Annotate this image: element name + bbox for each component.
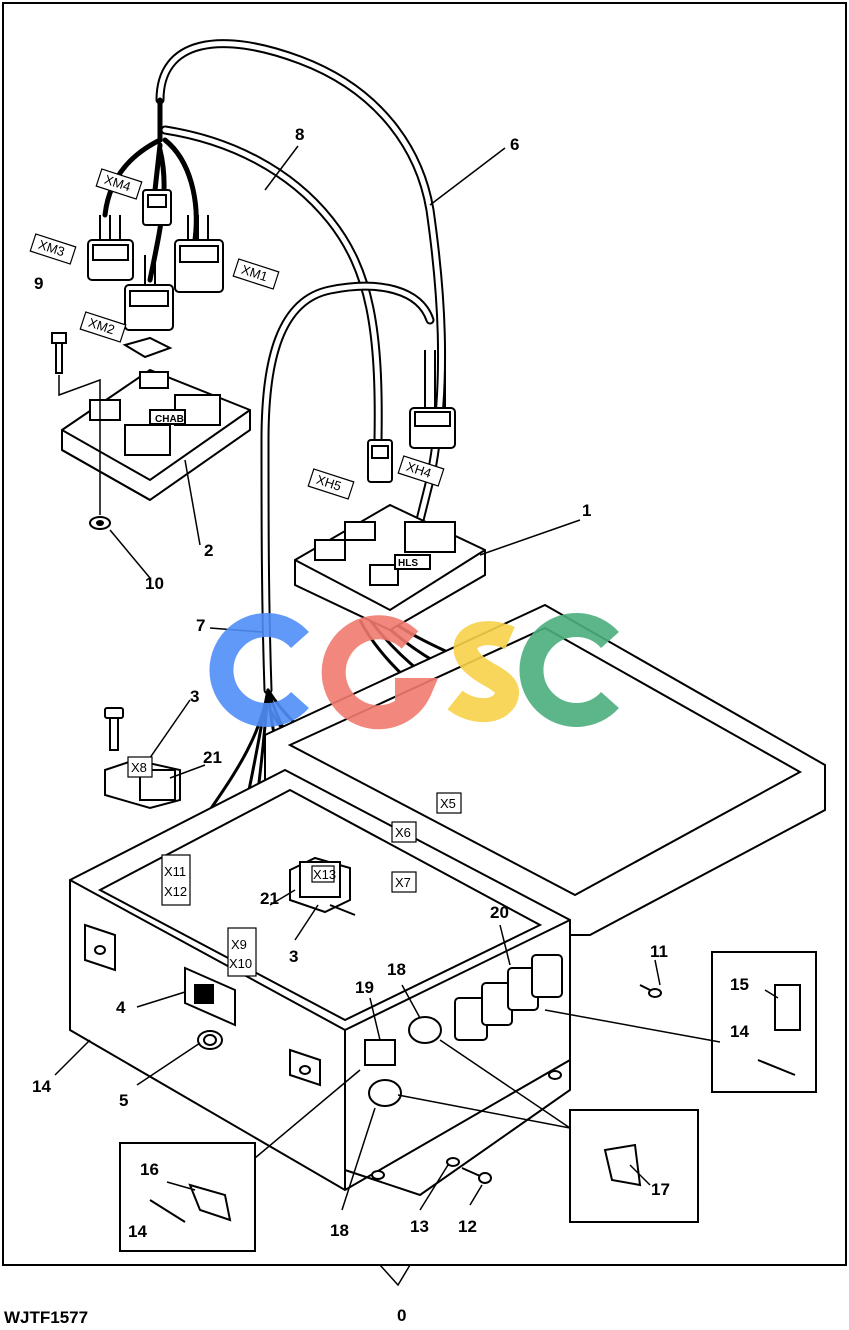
relay-top xyxy=(104,707,181,810)
callout-14-detail-right: 14 xyxy=(730,1022,749,1041)
circular-connectors-18 xyxy=(368,1016,442,1107)
module-2-label: CHAB xyxy=(155,414,184,425)
callout-14-detail-left: 14 xyxy=(128,1222,147,1241)
connector-xm4 xyxy=(142,189,172,226)
connector-19 xyxy=(364,1039,396,1066)
callout-5: 5 xyxy=(119,1091,128,1110)
connector-xm1 xyxy=(174,215,224,293)
module-1-label: HLS xyxy=(398,558,418,569)
connector-tag-boxes xyxy=(29,168,462,977)
tag-x7: X7 xyxy=(395,875,411,890)
callout-20: 20 xyxy=(490,903,509,922)
callout-6: 6 xyxy=(510,135,519,154)
cable-6-inner xyxy=(157,41,445,523)
callout-1: 1 xyxy=(582,501,591,520)
callout-18-upper: 18 xyxy=(387,960,406,979)
module-1 xyxy=(294,503,486,632)
connector-xm3 xyxy=(87,215,134,281)
callout-15: 15 xyxy=(730,975,749,994)
callout-19: 19 xyxy=(355,978,374,997)
callout-3-lower: 3 xyxy=(289,947,298,966)
detail-box-15-14 xyxy=(711,951,817,1093)
callout-13: 13 xyxy=(410,1217,429,1236)
figure-code: WJTF1577 xyxy=(4,1308,89,1327)
callout-21-upper: 21 xyxy=(203,748,222,767)
bolt-11 xyxy=(639,984,662,998)
indicator-5 xyxy=(197,1030,223,1050)
rocker-switch-4 xyxy=(184,966,236,1027)
washer-10 xyxy=(89,516,111,530)
callout-4: 4 xyxy=(116,998,126,1017)
callout-2: 2 xyxy=(204,541,213,560)
callout-16: 16 xyxy=(140,1160,159,1179)
connector-xh5 xyxy=(367,439,393,483)
bolt-9 xyxy=(51,332,67,374)
callout-12: 12 xyxy=(458,1217,477,1236)
callout-3-upper: 3 xyxy=(190,687,199,706)
connector-xh4 xyxy=(409,350,456,449)
tag-xm2: XM2 xyxy=(87,315,117,338)
tag-x9: X9 xyxy=(231,937,247,952)
connector-xm2 xyxy=(124,255,174,331)
cable-7-inner xyxy=(262,283,433,693)
mount-brackets xyxy=(84,923,571,1197)
watermark-logo xyxy=(209,613,619,730)
tag-x8: X8 xyxy=(131,760,147,775)
connectors-20 xyxy=(454,954,563,1041)
tag-x6: X6 xyxy=(395,825,411,840)
bolt-12-washer-13 xyxy=(446,1157,492,1184)
tag-x13: X13 xyxy=(313,867,336,882)
tag-x12: X12 xyxy=(164,884,187,899)
callout-10: 10 xyxy=(145,574,164,593)
callout-11: 11 xyxy=(650,942,668,961)
tag-x5: X5 xyxy=(440,796,456,811)
bolt-9-guide xyxy=(58,375,101,515)
module-2 xyxy=(61,368,251,502)
tag-xm1: XM1 xyxy=(240,262,270,285)
detail-box-17 xyxy=(569,1109,699,1223)
enclosure-box xyxy=(69,768,571,1192)
callout-8: 8 xyxy=(295,125,304,144)
callout-14-left: 14 xyxy=(32,1077,51,1096)
tag-x10: X10 xyxy=(229,956,252,971)
callout-17: 17 xyxy=(651,1180,670,1199)
tag-xh4: XH4 xyxy=(405,459,434,481)
cable-8-inner xyxy=(162,127,381,443)
leader-lines xyxy=(54,145,779,1287)
callout-9: 9 xyxy=(34,274,43,293)
callout-21-lower: 21 xyxy=(260,889,279,908)
tag-xh5: XH5 xyxy=(315,472,344,494)
assembly-callout: 0 xyxy=(397,1306,407,1325)
tag-xm4: XM4 xyxy=(103,172,133,195)
gasket xyxy=(122,336,173,359)
figure-frame xyxy=(2,2,847,1266)
tag-x11: X11 xyxy=(164,864,186,879)
tag-xm3: XM3 xyxy=(37,237,67,260)
callout-7: 7 xyxy=(196,616,205,635)
detail-box-16-14 xyxy=(119,1142,256,1252)
callout-18-lower: 18 xyxy=(330,1221,349,1240)
